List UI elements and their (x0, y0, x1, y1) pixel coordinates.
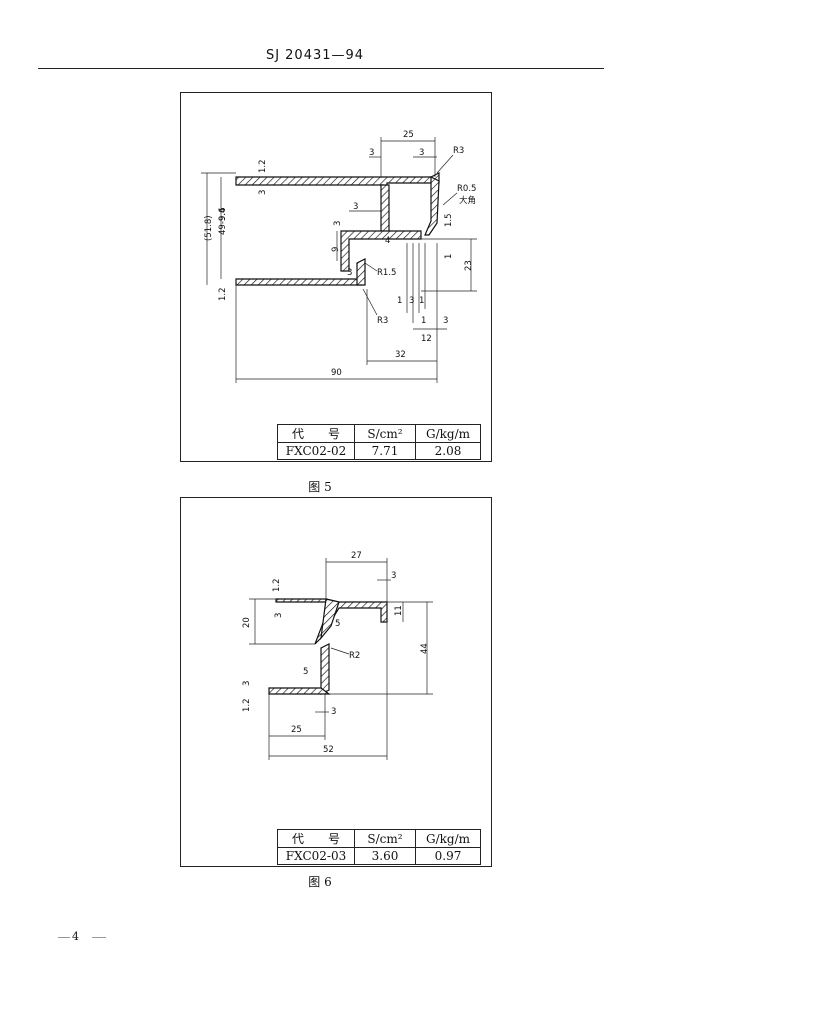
page-number-rule-left (58, 937, 70, 938)
header-code: 代 号 (277, 829, 355, 848)
dim-3-mid: 3 (353, 202, 358, 212)
profile-5-bottom-web (356, 258, 366, 286)
dim-49-9-4: 49-9.4 (218, 208, 228, 235)
header-code: 代 号 (277, 424, 355, 443)
dim-3-inner: 3 (333, 221, 343, 226)
dim-12: 12 (421, 334, 432, 344)
figure-5-caption: 图 5 (308, 480, 332, 494)
cell-code: FXC02-03 (277, 847, 355, 865)
dim-3d: 3 (443, 316, 448, 326)
dim-1-2-top: 1.2 (272, 578, 282, 592)
header-weight: G/kg/m (415, 424, 481, 443)
cell-code: FXC02-02 (277, 442, 355, 460)
cell-weight: 0.97 (415, 847, 481, 865)
dim-3-bottom: 3 (331, 707, 336, 717)
dim-9-6: 9.6 (218, 207, 228, 221)
profile-6-bottom-flange (268, 687, 331, 695)
dim-3-left: 3 (258, 190, 268, 195)
dim-r1-5: R1.5 (377, 268, 396, 278)
dim-32: 32 (395, 350, 406, 360)
dim-20: 20 (242, 617, 252, 628)
page-number-rule-right (92, 937, 106, 938)
dim-3a: 3 (369, 148, 374, 158)
dim-90: 90 (331, 368, 342, 378)
cell-area: 3.60 (354, 847, 416, 865)
dim-r3-top: R3 (453, 146, 464, 156)
dim-5-upper: 5 (335, 619, 340, 629)
dim-1b: 1 (419, 296, 424, 306)
header-weight: G/kg/m (415, 829, 481, 848)
figure-5-frame: 25 3 3 R3 R0.5 大角 1.2 3 (51.8) 49-9.4 9.… (180, 92, 492, 462)
dim-3-bottom-left: 3 (242, 681, 252, 686)
dim-r05: R0.5 (457, 184, 476, 194)
figure-5-drawing: 25 3 3 R3 R0.5 大角 1.2 3 (51.8) 49-9.4 9.… (201, 130, 477, 383)
dim-3-lower: 3 (347, 268, 352, 278)
profile-5-inner-channel (340, 230, 422, 272)
dim-1-5: 1.5 (444, 213, 454, 227)
dim-3b: 3 (419, 148, 424, 158)
dim-1-2-bottom: 1.2 (242, 698, 252, 712)
profile-6-lower-web (320, 643, 330, 695)
dim-11: 11 (394, 605, 404, 616)
header-area: S/cm² (354, 829, 416, 848)
header-area: S/cm² (354, 424, 416, 443)
figure-5-spec-table: 代 号 S/cm² G/kg/m FXC02-02 7.71 2.08 (277, 424, 481, 460)
dim-23: 23 (464, 260, 474, 271)
table-header-row: 代 号 S/cm² G/kg/m (277, 424, 481, 443)
table-header-row: 代 号 S/cm² G/kg/m (277, 829, 481, 848)
dim-r2: R2 (349, 651, 360, 661)
dim-1-2-top: 1.2 (258, 159, 268, 173)
dim-4: 4 (385, 236, 390, 246)
dim-1c: 1 (421, 316, 426, 326)
figure-6-frame: 27 3 1.2 3 20 11 5 R2 44 5 3 1.2 3 (180, 497, 492, 867)
figure-6-caption: 图 6 (308, 875, 332, 889)
profile-6-upper-web (320, 598, 340, 640)
header-rule (38, 68, 604, 69)
dim-5-lower: 5 (303, 667, 308, 677)
dim-25: 25 (291, 725, 302, 735)
table-row: FXC02-02 7.71 2.08 (277, 442, 481, 460)
dim-25: 25 (403, 130, 414, 140)
dim-3c: 3 (409, 296, 414, 306)
profile-5-bottom-flange (235, 278, 363, 286)
dim-3-top: 3 (391, 571, 396, 581)
profile-5-web (380, 184, 390, 234)
dim-1a: 1 (397, 296, 402, 306)
cell-weight: 2.08 (415, 442, 481, 460)
cell-area: 7.71 (354, 442, 416, 460)
table-row: FXC02-03 3.60 0.97 (277, 847, 481, 865)
dim-r05-note: 大角 (459, 195, 476, 206)
figure-6-drawing: 27 3 1.2 3 20 11 5 R2 44 5 3 1.2 3 (242, 551, 433, 760)
dim-1-2-bottom: 1.2 (218, 287, 228, 301)
dim-44: 44 (420, 643, 430, 654)
figure-6-spec-table: 代 号 S/cm² G/kg/m FXC02-03 3.60 0.97 (277, 829, 481, 865)
dim-51-8: (51.8) (204, 215, 214, 241)
page-header-code: SJ 20431—94 (265, 48, 365, 63)
profile-5-right-lip (424, 176, 440, 236)
page-number: 4 (72, 930, 79, 943)
dim-27: 27 (351, 551, 362, 561)
dim-52: 52 (323, 745, 334, 755)
dim-9: 9 (331, 247, 341, 252)
dim-3-left: 3 (274, 613, 284, 618)
dim-1-right: 1 (444, 254, 454, 259)
dim-r3-bottom: R3 (377, 316, 388, 326)
